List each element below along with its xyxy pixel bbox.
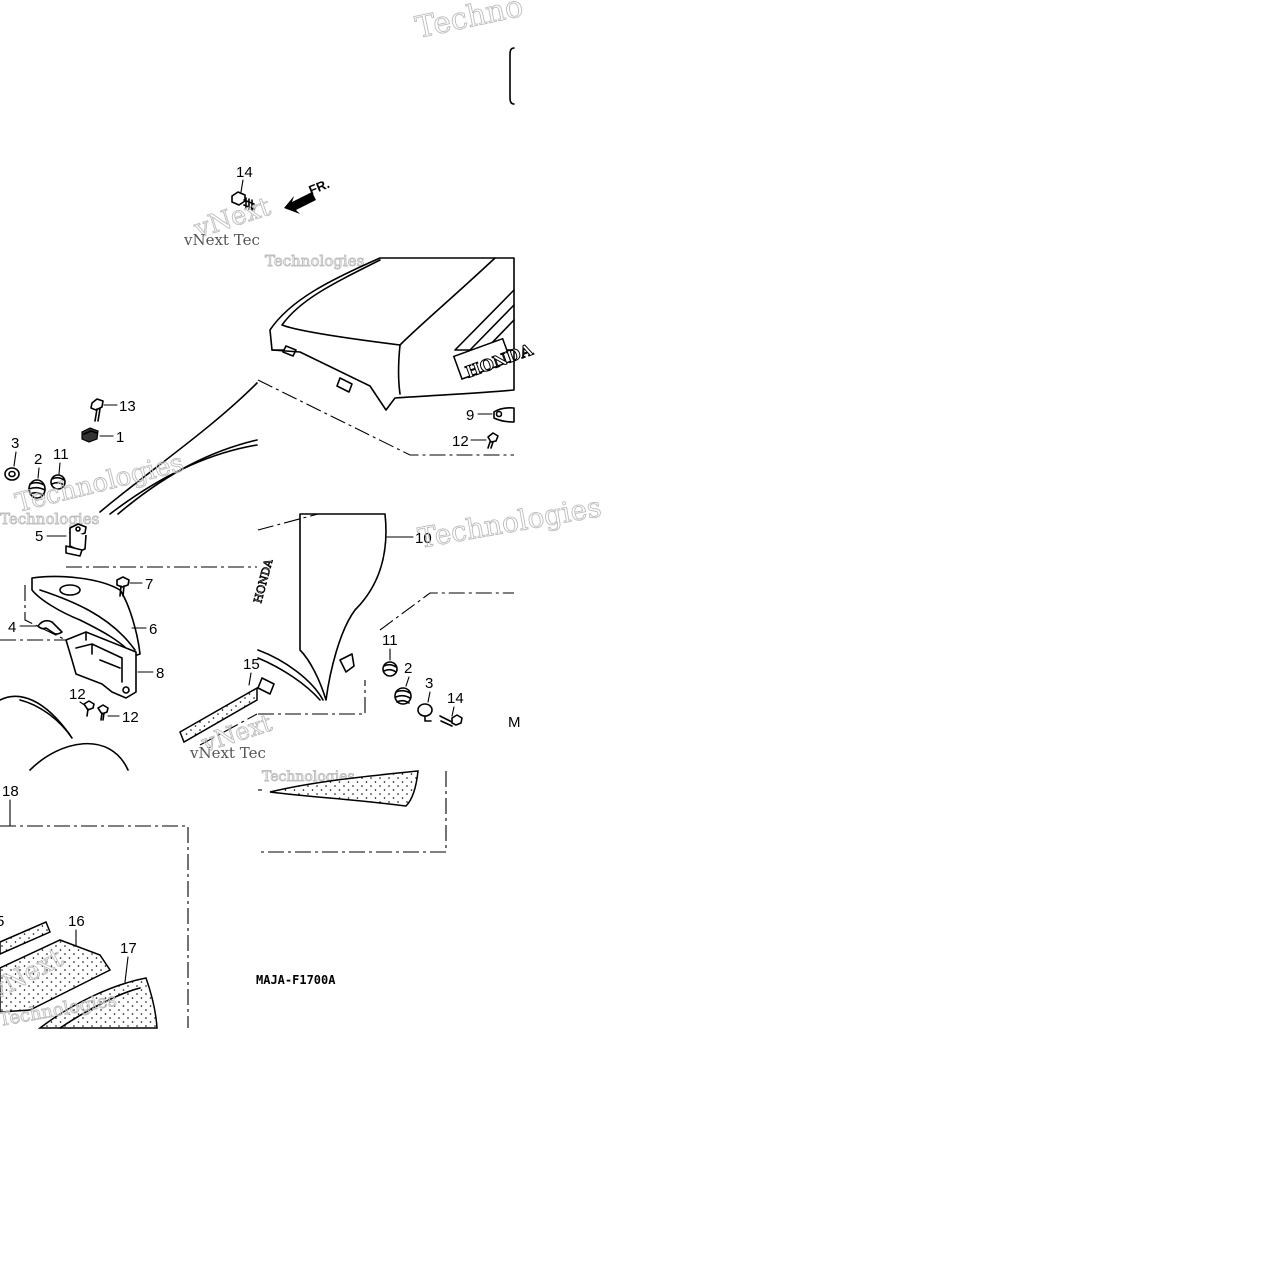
callout-11: 11: [53, 446, 69, 463]
bracket-9-icon: [493, 407, 515, 423]
watermark: vNext vNext Tec: [183, 191, 275, 249]
tile-middle-left: 13 1 3 2 11 Technol: [4, 382, 258, 519]
callout-8: 8: [156, 665, 164, 682]
front-direction-arrow-icon: FR.: [284, 176, 332, 214]
grommet-11-icon: [50, 474, 66, 490]
nut-1-icon: [81, 427, 99, 443]
svg-text:vNext Tec: vNext Tec: [183, 231, 260, 249]
callout-13: 13: [119, 398, 136, 415]
callout-4: 4: [8, 619, 16, 636]
tile-center: Technologies HONDA 9 12: [257, 252, 536, 456]
tile-lower-center: 10 Technologies HONDA 11 2 3 14: [251, 490, 604, 731]
callout-12-left: 12: [69, 686, 86, 703]
watermark-fragment: Techno: [412, 0, 526, 46]
callout-3: 3: [11, 435, 19, 452]
tile-top-middle: Techno FR.: [284, 0, 527, 214]
tile-top-left: 14 vNext vNext Tec: [183, 164, 275, 249]
grommet-2-icon: [28, 479, 46, 499]
screw-7-icon: [116, 576, 130, 597]
callout-11-right: 11: [382, 632, 398, 649]
callout-12-upper: 12: [452, 433, 469, 450]
rear-seat-cowl: HONDA: [269, 257, 536, 411]
collar-3b-icon: [417, 703, 433, 722]
callout-7: 7: [145, 576, 153, 593]
callout-3-right: 3: [425, 675, 433, 692]
screw-12-icon: [487, 432, 499, 449]
tile-lower-left: Technologies 5 7 4: [0, 510, 257, 771]
callout-16: 16: [68, 913, 85, 930]
seat-lock-cover-6: [31, 575, 141, 657]
callout-14-right: 14: [447, 690, 464, 707]
callout-2: 2: [34, 451, 42, 468]
latch-8: [65, 631, 137, 699]
seat-pad: [269, 770, 419, 807]
callout-18: 18: [2, 783, 19, 800]
callout-1: 1: [116, 429, 124, 446]
svg-text:Technologies: Technologies: [265, 252, 364, 270]
tile-bottom-left: 18 5 16 17 vNext Technologies: [0, 783, 189, 1031]
clip-4-icon: [37, 619, 63, 635]
tile-strip-15: 15 vNext Tec vNext: [179, 656, 276, 762]
callout-15: 15: [243, 656, 260, 673]
tile-bottom-center: Technologies: [258, 769, 447, 853]
key-lock-5-icon: [65, 523, 87, 557]
callout-10: 10: [415, 530, 432, 547]
honda-side-text-fragment: HONDA: [251, 557, 275, 605]
callout-9: 9: [466, 407, 474, 424]
callout-2-right: 2: [404, 660, 412, 677]
grommet-11b-icon: [382, 661, 398, 677]
callout-6: 6: [149, 621, 157, 638]
drawing-code: MAJA-F1700A: [256, 973, 336, 987]
screw-12b-icon: [97, 704, 109, 721]
callout-12-right: 12: [122, 709, 139, 726]
collar-3-icon: [4, 467, 20, 481]
seat-pad-16: [0, 939, 112, 1013]
callout-15-lower: 5: [0, 913, 4, 930]
callout-5: 5: [35, 528, 43, 545]
seal-strip-15b: [0, 921, 51, 955]
grommet-2b-icon: [394, 687, 412, 705]
svg-text:vNext Tec: vNext Tec: [189, 744, 266, 762]
callout-17: 17: [120, 940, 137, 957]
svg-text:Technologies: Technologies: [415, 490, 603, 555]
seal-strip-15: [179, 686, 258, 744]
callout-14: 14: [236, 164, 253, 181]
side-cover-10: [257, 513, 387, 701]
screw-12a-icon: [83, 700, 95, 717]
front-direction-label: FR.: [307, 176, 332, 198]
svg-text:Technologies: Technologies: [0, 510, 99, 528]
drawing-code-fragment: M: [508, 714, 521, 731]
seat-17: [37, 977, 158, 1029]
bolt-14-icon: [231, 191, 255, 211]
bolt-14b-icon: [439, 714, 463, 727]
bolt-13-icon: [90, 398, 104, 422]
